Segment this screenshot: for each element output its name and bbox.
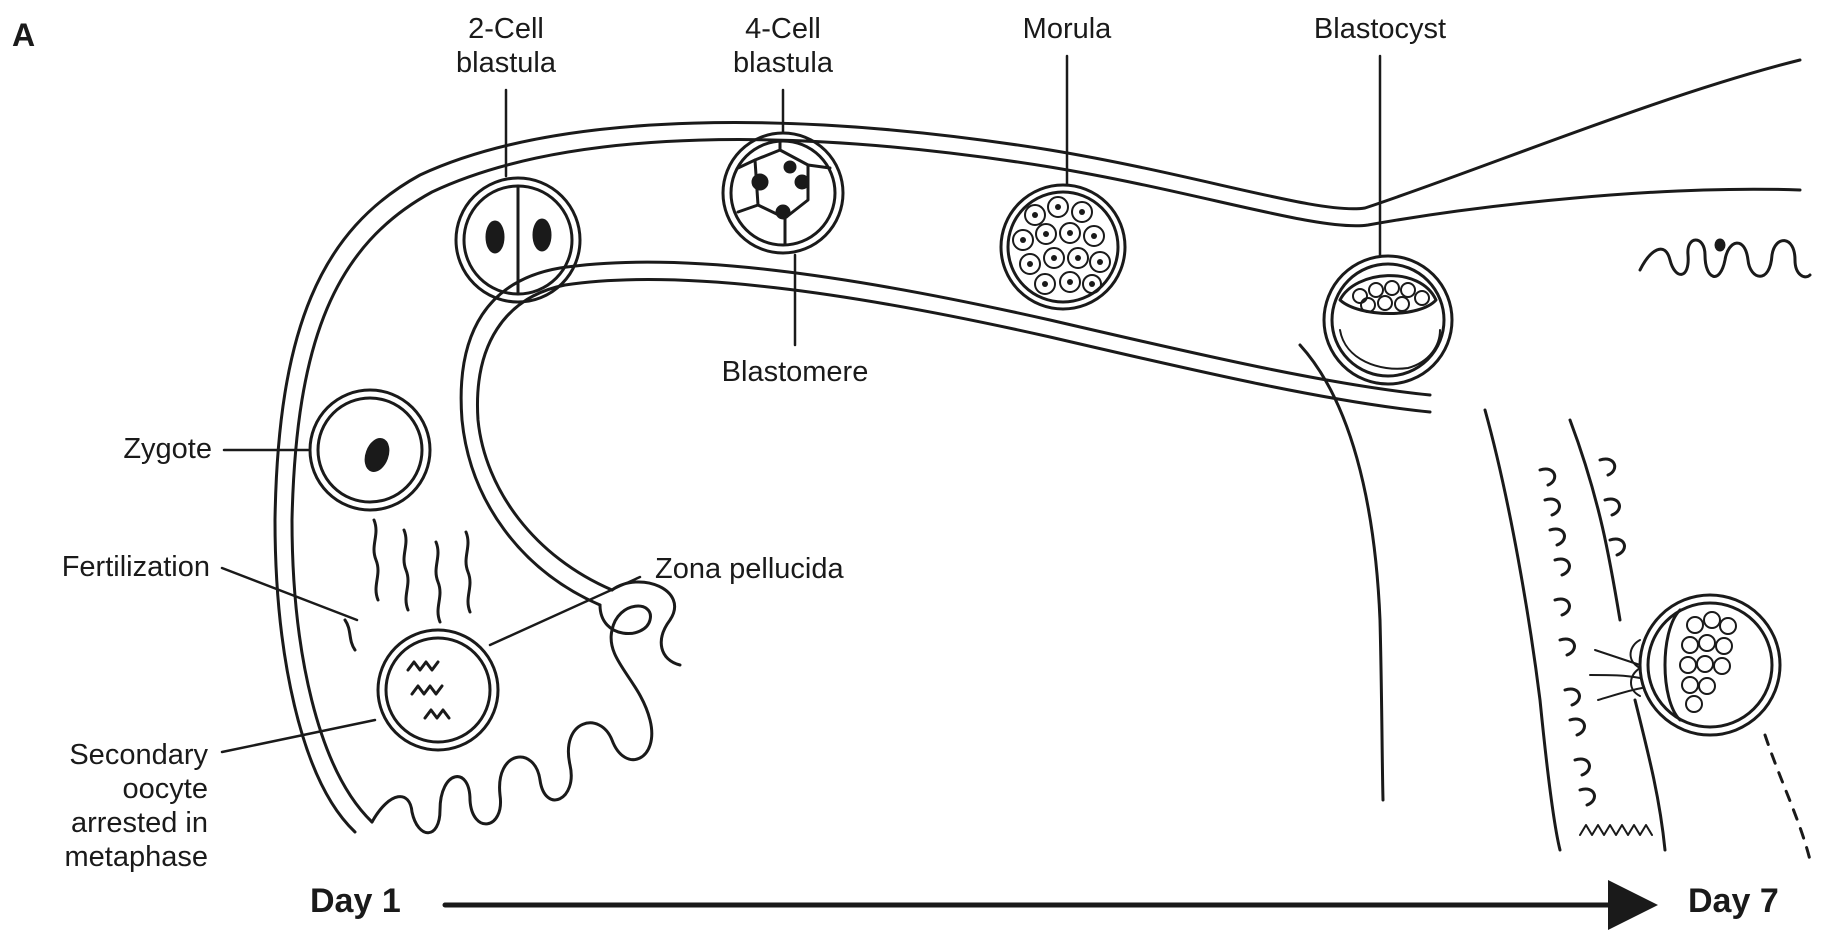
timeline-end-label: Day 7 (1688, 884, 1779, 918)
timeline-start-label: Day 1 (310, 884, 401, 918)
implanting-blastocyst (1590, 595, 1810, 860)
two-cell-blastula (456, 178, 580, 302)
label-4-cell-text: 4-Cell blastula (713, 12, 853, 80)
fimbriae (372, 582, 680, 833)
uterine-wall (1485, 410, 1665, 850)
morula-cell (1001, 185, 1125, 309)
label-secondary-oocyte: Secondary oocyte arrested in metaphase (0, 738, 208, 874)
label-zygote: Zygote (40, 432, 212, 466)
label-secondary-oocyte-text: Secondary oocyte arrested in metaphase (0, 738, 208, 874)
label-4-cell-blastula: 4-Cell blastula (713, 12, 853, 80)
label-blastomere: Blastomere (695, 355, 895, 389)
secondary-oocyte-cell (378, 630, 498, 750)
four-cell-blastula (723, 133, 843, 253)
tube-outer-wall (275, 60, 1800, 832)
label-morula: Morula (997, 12, 1137, 46)
tube-inner-wall (461, 262, 1430, 800)
label-2-cell-text: 2-Cell blastula (436, 12, 576, 80)
label-zona-pellucida: Zona pellucida (655, 552, 844, 586)
panel-letter: A (12, 18, 35, 52)
label-2-cell-blastula: 2-Cell blastula (436, 12, 576, 80)
upper-uterine-glands (1640, 240, 1810, 277)
label-blastocyst: Blastocyst (1280, 12, 1480, 46)
blastocyst-cell (1324, 256, 1452, 384)
zygote-cell (310, 390, 430, 510)
label-fertilization: Fertilization (0, 550, 210, 584)
